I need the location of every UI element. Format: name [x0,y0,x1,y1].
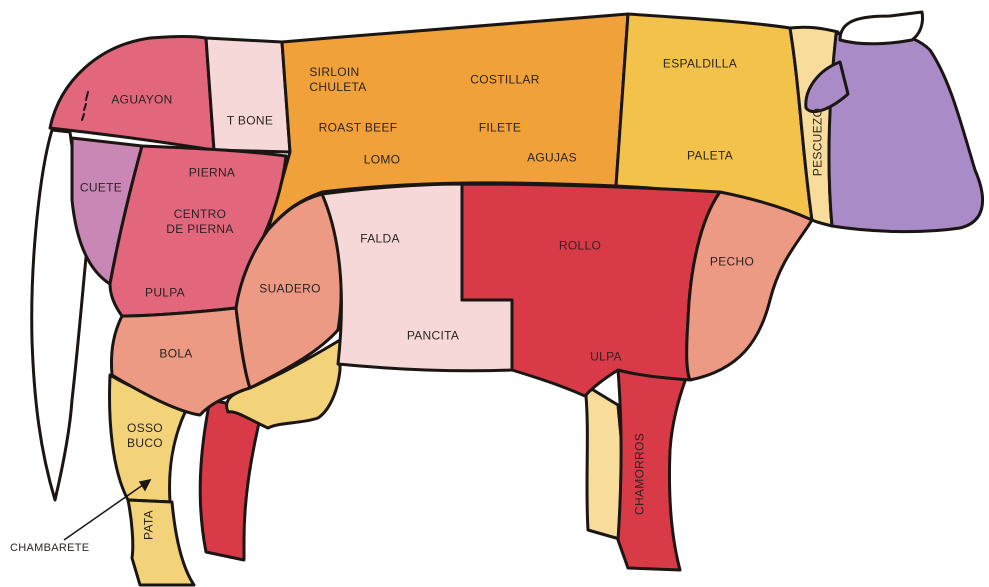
horn-shape [840,12,923,44]
label-rollo: ROLLO [559,239,601,254]
label-pulpa: PULPA [145,286,185,301]
label-pecho: PECHO [710,255,754,270]
cut-t-bone [206,38,290,152]
label-sirloin-chuleta: SIRLOIN CHULETA [309,65,366,95]
label-chamorros: CHAMORROS [633,433,648,515]
label-chambarete: CHAMBARETE [10,542,89,554]
label-filete: FILETE [479,121,521,136]
label-osso-buco: OSSO BUCO [127,421,163,451]
label-pata: PATA [142,510,157,540]
front-leg-chamorros [618,370,686,570]
label-centro-de-pierna: CENTRO DE PIERNA [166,207,233,237]
label-costillar: COSTILLAR [470,73,539,88]
label-espaldilla: ESPALDILLA [663,57,737,72]
label-paleta: PALETA [687,149,733,164]
label-pescuezo: PESCUEZO [811,108,826,176]
label-roast-beef: ROAST BEEF [319,121,398,136]
label-aguayon: AGUAYON [111,93,172,108]
label-bola: BOLA [159,347,192,362]
label-cuete: CUETE [80,181,122,196]
label-suadero: SUADERO [259,282,320,297]
label-falda: FALDA [360,232,400,247]
back-leg-left [200,400,262,560]
cut-pecho [687,192,812,380]
label-t-bone: T BONE [227,114,273,129]
label-agujas: AGUJAS [527,151,577,166]
back-leg-pata [128,500,194,585]
label-lomo: LOMO [364,153,401,168]
label-pancita: PANCITA [407,329,459,344]
label-pierna: PIERNA [189,166,235,181]
head-shape [829,31,983,232]
label-ulpa: ULPA [590,350,622,365]
